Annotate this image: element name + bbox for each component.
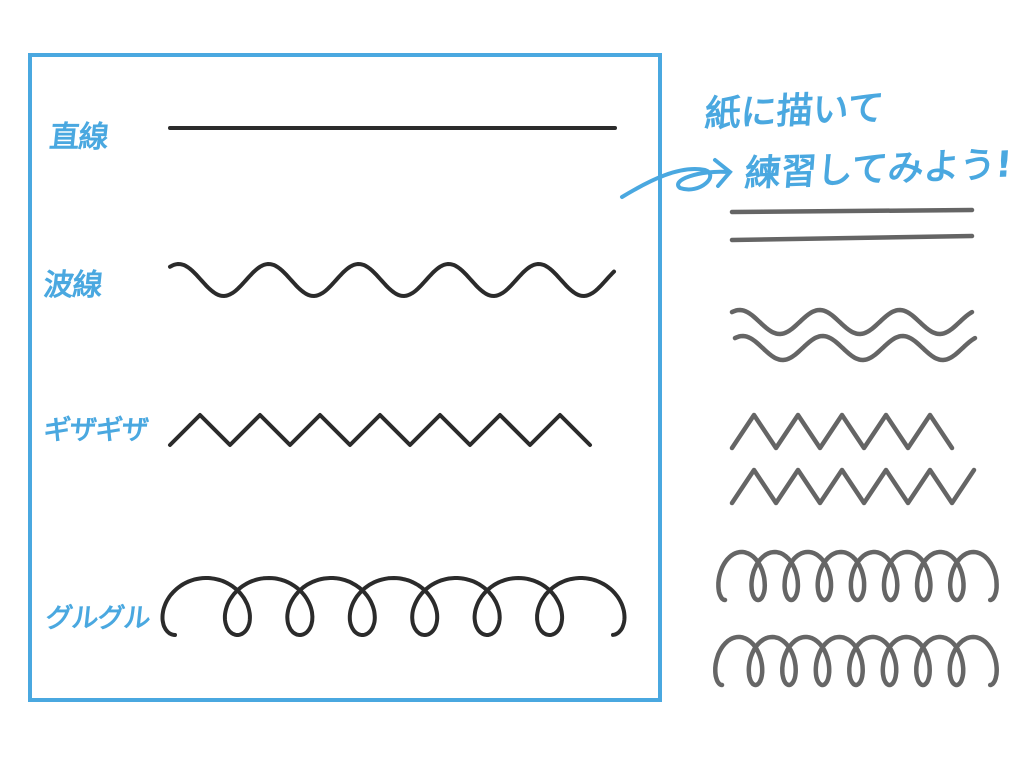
label-straight-line: 直線: [47, 120, 110, 155]
label-spiral-line: グルグル: [44, 603, 152, 634]
practice-straight-line: [729, 207, 975, 215]
example-frame: [28, 53, 662, 702]
note-line-1: 紙に描いて: [703, 87, 886, 136]
practice-zigzag-line: [729, 467, 977, 506]
practice-spiral-line: [713, 634, 999, 688]
practice-zigzag-line: [729, 412, 955, 451]
wavy-line: [168, 262, 616, 298]
zigzag-line: [168, 413, 592, 447]
label-zigzag-line: ギザギザ: [42, 415, 150, 446]
practice-spiral-line: [716, 549, 999, 603]
practice-wavy-line: [729, 307, 975, 337]
practice-straight-line: [729, 233, 975, 243]
spiral-line: [160, 576, 627, 637]
label-wavy-line: 波線: [41, 268, 104, 303]
arrow-icon: [620, 158, 733, 199]
practice-wavy-line: [732, 333, 978, 363]
note-line-2: 練習してみよう!: [743, 144, 1014, 195]
